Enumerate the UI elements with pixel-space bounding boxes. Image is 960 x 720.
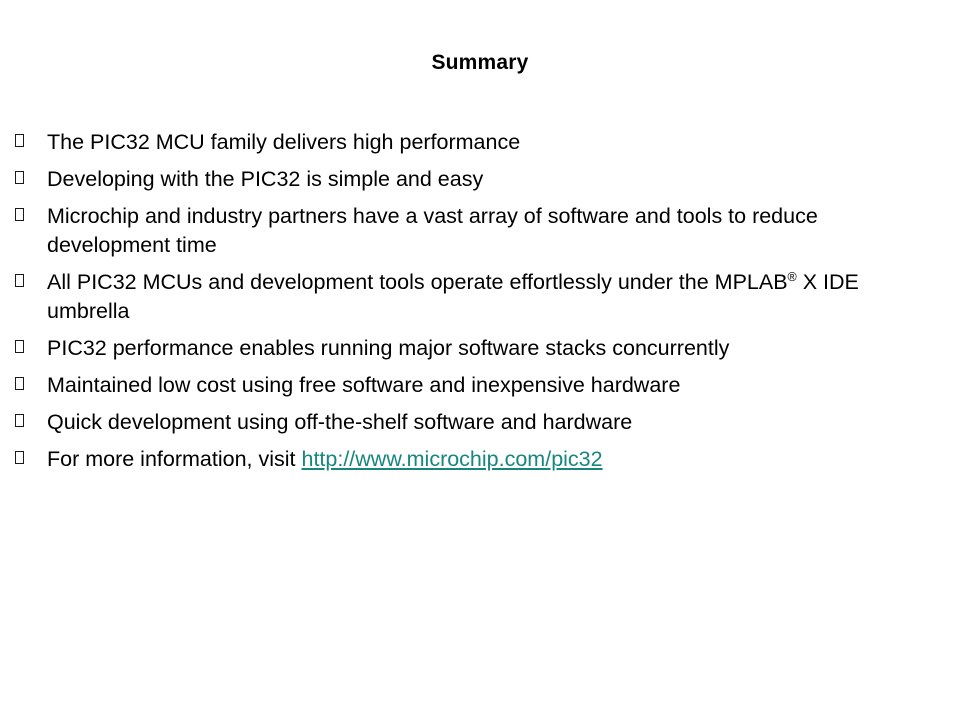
bullet-box-icon xyxy=(15,274,24,287)
list-item: PIC32 performance enables running major … xyxy=(10,334,940,363)
list-item: Developing with the PIC32 is simple and … xyxy=(10,165,940,194)
list-item-label-prefix: For more information, visit xyxy=(47,447,302,471)
bullet-box-icon xyxy=(15,377,24,390)
list-item-label: Quick development using off-the-shelf so… xyxy=(47,410,633,434)
page-title: Summary xyxy=(431,51,529,74)
list-item: For more information, visit http://www.m… xyxy=(10,445,940,474)
list-item: All PIC32 MCUs and development tools ope… xyxy=(10,268,940,326)
list-item: Microchip and industry partners have a v… xyxy=(10,202,940,260)
registered-mark: ® xyxy=(787,269,797,284)
microchip-pic32-link[interactable]: http://www.microchip.com/pic32 xyxy=(301,447,603,471)
list-item-label: Developing with the PIC32 is simple and … xyxy=(47,167,484,191)
list-item-label: The PIC32 MCU family delivers high perfo… xyxy=(47,130,521,154)
summary-bullet-list: The PIC32 MCU family delivers high perfo… xyxy=(10,128,940,482)
list-item-label: All PIC32 MCUs and development tools ope… xyxy=(47,268,940,326)
bullet-box-icon xyxy=(15,451,24,464)
list-item-label: PIC32 performance enables running major … xyxy=(47,336,730,360)
bullet-box-icon xyxy=(15,171,24,184)
list-item-label-part-2: X IDE umbrella xyxy=(47,270,859,323)
list-item-label: Maintained low cost using free software … xyxy=(47,373,681,397)
list-item-label-part-1: All PIC32 MCUs and development tools ope… xyxy=(47,270,788,294)
list-item-label: For more information, visit http://www.m… xyxy=(47,445,940,474)
list-item-label: Microchip and industry partners have a v… xyxy=(47,204,818,257)
bullet-box-icon xyxy=(15,134,24,147)
bullet-box-icon xyxy=(15,414,24,427)
bullet-box-icon xyxy=(15,208,24,221)
list-item: Maintained low cost using free software … xyxy=(10,371,940,400)
bullet-box-icon xyxy=(15,340,24,353)
list-item: Quick development using off-the-shelf so… xyxy=(10,408,940,437)
list-item: The PIC32 MCU family delivers high perfo… xyxy=(10,128,940,157)
